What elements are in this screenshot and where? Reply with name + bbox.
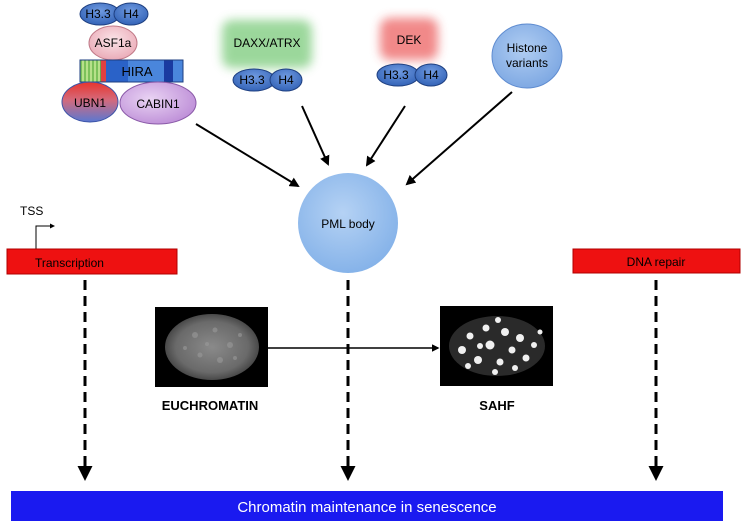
arrow-variants-to-pml	[405, 91, 513, 186]
dek-label: DEK	[397, 33, 422, 47]
daxx-h4-histone	[269, 68, 303, 92]
euchromatin-nucleus	[165, 314, 259, 380]
pml-body: PML body	[298, 173, 398, 273]
ubn1-label: UBN1	[74, 96, 106, 110]
dek-glow	[380, 18, 438, 60]
transcription-label: Transcription	[35, 256, 104, 270]
sahf-label: SAHF	[479, 398, 514, 413]
hira-complex: H3.3 H4 ASF1a HIRA UBN1 CABIN1	[61, 2, 197, 125]
histone-variants-line2: variants	[506, 56, 548, 70]
sahf-foci	[458, 317, 543, 375]
pml-body-label: PML body	[321, 217, 375, 231]
histone-variants-group: Histone variants	[491, 23, 563, 89]
input-arrows	[195, 91, 513, 188]
dek-group: DEK H3.3 H4	[376, 18, 448, 87]
bottom-bar: Chromatin maintenance in senescence	[11, 491, 723, 521]
tss-label: TSS	[20, 204, 43, 218]
histone-variants-line1: Histone	[507, 41, 548, 55]
euchromatin-label: EUCHROMATIN	[162, 398, 259, 413]
arrow-daxx-to-pml	[301, 105, 330, 166]
dek-h4-label: H4	[423, 68, 439, 82]
asf1a-label: ASF1a	[95, 36, 132, 50]
histone-variants-circle	[491, 23, 563, 89]
daxx-atrx-glow	[222, 20, 312, 68]
sahf-image	[440, 306, 553, 386]
hira-bar	[79, 59, 184, 83]
tss-arrow	[35, 223, 55, 249]
output-arrows	[77, 280, 664, 481]
hira-label: HIRA	[121, 64, 152, 79]
daxx-atrx-label: DAXX/ATRX	[233, 36, 300, 50]
cabin1-label: CABIN1	[136, 97, 180, 111]
hira-h4-histone	[113, 2, 149, 26]
hira-h33-label: H3.3	[85, 7, 111, 21]
cabin1-protein	[119, 81, 197, 125]
transcription-group: TSS Transcription	[6, 204, 178, 275]
daxx-atrx-group: DAXX/ATRX H3.3 H4	[222, 20, 312, 92]
hira-h4-label: H4	[123, 7, 139, 21]
dna-repair-label: DNA repair	[627, 255, 686, 269]
daxx-h33-label: H3.3	[239, 73, 265, 87]
pml-body-circle	[298, 173, 398, 273]
chromatin-maintenance-label: Chromatin maintenance in senescence	[237, 499, 496, 516]
dna-repair-box	[572, 248, 741, 274]
chromatin-maintenance-bar	[11, 491, 723, 521]
arrow-dek-to-pml	[365, 105, 406, 167]
transcription-box	[6, 248, 178, 275]
dna-repair-group: DNA repair	[572, 248, 741, 274]
euchromatin-image	[155, 307, 268, 387]
ubn1-protein	[61, 81, 119, 123]
daxx-h4-label: H4	[278, 73, 294, 87]
arrow-hira-to-pml	[195, 123, 300, 188]
dek-h33-label: H3.3	[383, 68, 409, 82]
dek-h4-histone	[414, 63, 448, 87]
